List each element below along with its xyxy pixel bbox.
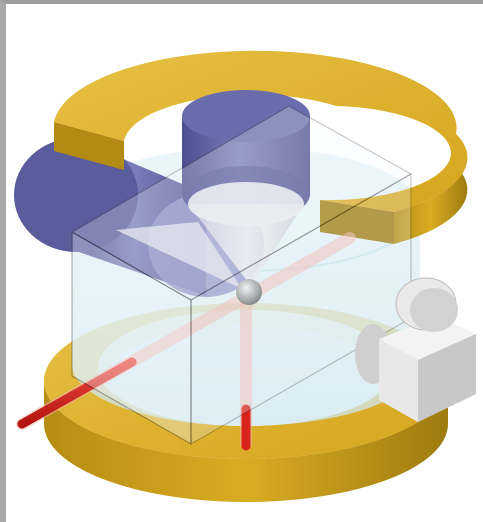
- apparatus-diagram: [6, 4, 483, 522]
